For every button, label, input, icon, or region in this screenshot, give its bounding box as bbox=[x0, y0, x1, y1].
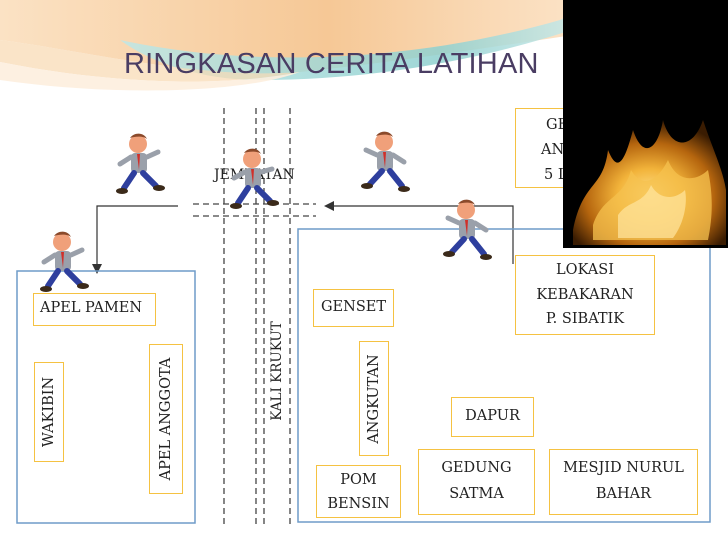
walking-man-icon bbox=[443, 199, 492, 260]
apel-pamen-box: APEL PAMEN bbox=[33, 293, 156, 326]
fire-icon bbox=[573, 120, 726, 245]
gedung-satma-box: GEDUNG SATMA bbox=[418, 449, 535, 515]
genset-label: GENSET bbox=[320, 299, 387, 315]
pom-bensin-box: POM BENSIN bbox=[316, 465, 401, 518]
wakibin-label: WAKIBIN bbox=[41, 376, 57, 448]
route-arrow-to-apel bbox=[92, 205, 178, 274]
jembatan-bridge bbox=[193, 203, 316, 217]
mesjid-box: MESJID NURUL BAHAR bbox=[549, 449, 698, 515]
kali-krukut-label: KALI KRUKUT bbox=[269, 321, 285, 421]
slide-title: RINGKASAN CERITA LATIHAN bbox=[124, 48, 539, 80]
apel-group-box bbox=[16, 270, 196, 524]
apel-anggota-label: APEL ANGGOTA bbox=[158, 357, 174, 481]
lokasi-line-3: P. SIBATIK bbox=[545, 311, 625, 327]
pom-line-2: BENSIN bbox=[327, 496, 390, 512]
mesjid-line-1: MESJID NURUL bbox=[563, 460, 684, 476]
angkutan-box: ANGKUTAN bbox=[359, 341, 389, 456]
angkutan-label: ANGKUTAN bbox=[366, 353, 382, 444]
top-right-line-1: GE bbox=[546, 117, 569, 133]
fire-image bbox=[563, 0, 728, 248]
walking-man-icon bbox=[361, 131, 410, 192]
apel-pamen-label: APEL PAMEN bbox=[40, 300, 143, 316]
walking-man-icon bbox=[230, 148, 279, 209]
lokasi-line-1: LOKASI bbox=[556, 262, 614, 278]
kali-krukut-label-wrap: KALI KRUKUT bbox=[260, 316, 294, 426]
top-right-line-2: AN bbox=[541, 142, 565, 158]
route-arrow-from-lokasi bbox=[324, 201, 514, 264]
dapur-box: DAPUR bbox=[451, 397, 534, 437]
genset-box: GENSET bbox=[313, 289, 394, 327]
gedung-line-2: SATMA bbox=[449, 486, 504, 502]
gedung-line-1: GEDUNG bbox=[441, 460, 512, 476]
dapur-label: DAPUR bbox=[465, 408, 520, 424]
right-group-box bbox=[297, 228, 711, 523]
mesjid-line-2: BAHAR bbox=[595, 486, 652, 502]
apel-anggota-box: APEL ANGGOTA bbox=[149, 344, 183, 494]
top-right-line-3: 5 L bbox=[544, 167, 568, 183]
lokasi-line-2: KEBAKARAN bbox=[536, 286, 634, 303]
wakibin-box: WAKIBIN bbox=[34, 362, 64, 462]
pom-line-1: POM bbox=[340, 472, 377, 488]
lokasi-kebakaran-box: LOKASI KEBAKARAN P. SIBATIK bbox=[515, 255, 655, 335]
walking-man-icon bbox=[40, 231, 89, 292]
walking-man-icon bbox=[116, 133, 165, 194]
